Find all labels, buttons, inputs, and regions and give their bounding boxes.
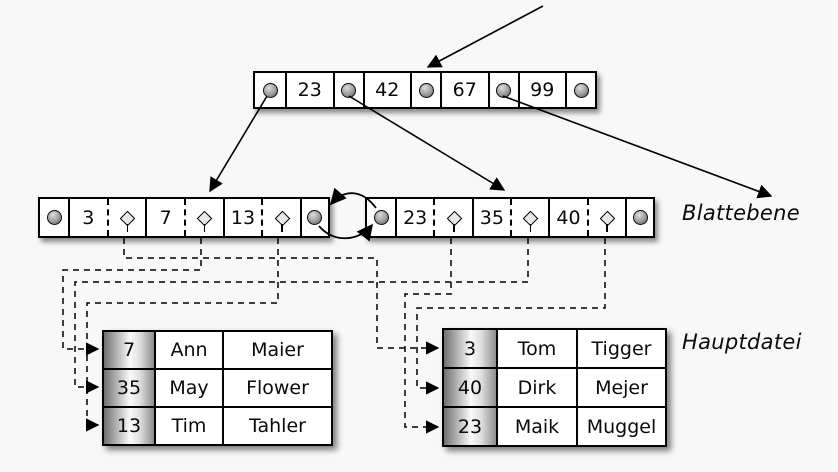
- row-firstname: Dirk: [496, 369, 576, 406]
- table-row: 35 May Flower: [104, 368, 331, 406]
- row-key: 35: [104, 370, 154, 406]
- row-key: 40: [444, 369, 496, 406]
- leaf-node-right: 23 35 40: [365, 197, 655, 238]
- pointer-circle-icon: [573, 82, 589, 98]
- pointer-circle-icon: [262, 82, 278, 98]
- leaf-node-left: 3 7 13: [38, 197, 330, 238]
- row-key: 23: [444, 408, 496, 445]
- record-pointer-diamond-icon: [274, 210, 290, 232]
- pointer-circle-icon: [341, 82, 356, 98]
- leaf-key: 40: [556, 206, 581, 229]
- leaf-pointer-cell: [40, 199, 68, 236]
- pointer-circle-icon: [373, 210, 389, 225]
- row-firstname: May: [154, 370, 222, 406]
- row-key: 7: [104, 332, 154, 368]
- leaf-key: 35: [479, 206, 504, 229]
- root-node: 23 42 67 99: [253, 71, 597, 109]
- table-row: 7 Ann Maier: [104, 332, 331, 368]
- record-pointer-cell: [586, 199, 625, 236]
- leaf-key: 23: [403, 206, 428, 229]
- leaf-entry: 3: [68, 199, 145, 236]
- root-pointer-cell-5: [565, 73, 595, 107]
- pointer-circle-icon: [307, 210, 323, 225]
- arrow-root-to-next-leaf: [502, 95, 773, 199]
- leaf-key: 13: [230, 206, 256, 229]
- table-row: 23 Maik Muggel: [444, 406, 665, 445]
- label-leaf-level: Blattebene: [682, 201, 800, 225]
- leaf-key: 3: [82, 206, 95, 229]
- root-key-cell: 67: [440, 73, 488, 107]
- leaf-entry: 23: [395, 199, 472, 236]
- table-row: 13 Tim Tahler: [104, 406, 331, 444]
- arrow-root-to-left-leaf: [209, 95, 268, 193]
- record-pointer-diamond-icon: [197, 210, 213, 232]
- row-firstname: Tim: [154, 408, 222, 444]
- record-pointer-cell: [106, 199, 146, 236]
- record-pointer-diamond-icon: [522, 210, 539, 232]
- row-firstname: Tom: [496, 330, 576, 367]
- row-lastname: Maier: [222, 332, 331, 368]
- pointer-circle-icon: [496, 82, 511, 98]
- pointer-circle-icon: [418, 82, 434, 98]
- record-pointer-cell: [433, 199, 471, 236]
- table-row: 3 Tom Tigger: [444, 330, 665, 367]
- root-pointer-cell-4: [487, 73, 518, 107]
- row-lastname: Muggel: [576, 408, 665, 445]
- row-lastname: Mejer: [576, 369, 665, 406]
- arrow-root-to-right-leaf: [348, 95, 506, 191]
- main-file-table-right: 3 Tom Tigger 40 Dirk Mejer 23 Maik Mugge…: [442, 328, 667, 447]
- leaf-pointer-cell: [299, 199, 328, 236]
- leaf-pointer-cell: [625, 199, 653, 236]
- row-lastname: Tigger: [576, 330, 665, 367]
- row-key: 3: [444, 330, 496, 367]
- row-lastname: Flower: [222, 370, 331, 406]
- leaf-entry: 35: [471, 199, 549, 236]
- root-key-cell: 99: [517, 73, 566, 107]
- label-main-file: Hauptdatei: [682, 330, 802, 354]
- pointer-circle-icon: [632, 210, 648, 225]
- record-pointer-cell: [510, 199, 548, 236]
- record-pointer-diamond-icon: [119, 210, 136, 232]
- leaf-entry: 40: [548, 199, 625, 236]
- root-pointer-cell-2: [332, 73, 363, 107]
- arrow-into-root: [426, 5, 544, 68]
- root-pointer-cell-1: [255, 73, 285, 107]
- leaf-key: 7: [159, 206, 172, 229]
- leaf-entry: 13: [222, 199, 300, 236]
- record-pointer-diamond-icon: [599, 210, 616, 232]
- row-lastname: Tahler: [222, 408, 331, 444]
- row-key: 13: [104, 408, 154, 444]
- root-key-cell: 23: [285, 73, 333, 107]
- record-pointer-cell: [261, 199, 300, 236]
- table-row: 40 Dirk Mejer: [444, 367, 665, 406]
- record-pointer-cell: [184, 199, 223, 236]
- leaf-entry: 7: [145, 199, 222, 236]
- row-firstname: Ann: [154, 332, 222, 368]
- root-pointer-cell-3: [410, 73, 440, 107]
- pointer-circle-icon: [46, 210, 62, 225]
- row-firstname: Maik: [496, 408, 576, 445]
- leaf-pointer-cell: [367, 199, 395, 236]
- record-pointer-diamond-icon: [446, 210, 462, 232]
- root-key-cell: 42: [362, 73, 411, 107]
- main-file-table-left: 7 Ann Maier 35 May Flower 13 Tim Tahler: [102, 330, 333, 446]
